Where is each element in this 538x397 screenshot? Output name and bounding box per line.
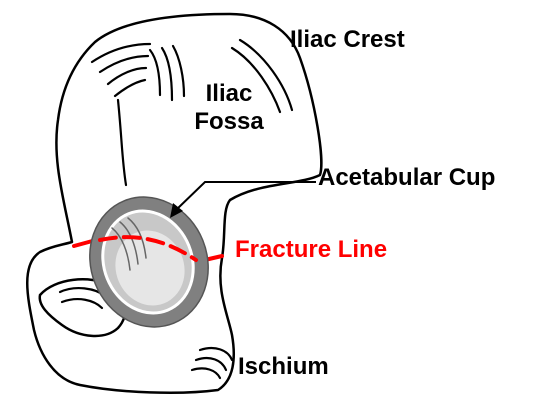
label-iliac-crest: Iliac Crest [290, 26, 405, 54]
label-iliac-fossa-line1: Iliac [184, 80, 274, 108]
label-ischium: Ischium [238, 353, 329, 381]
pelvis-outline [27, 14, 321, 393]
label-iliac-fossa-line2: Fossa [184, 108, 274, 136]
label-fracture-line: Fracture Line [235, 236, 387, 264]
label-acetabular-cup: Acetabular Cup [318, 164, 495, 192]
label-iliac-fossa: Iliac Fossa [184, 80, 274, 136]
